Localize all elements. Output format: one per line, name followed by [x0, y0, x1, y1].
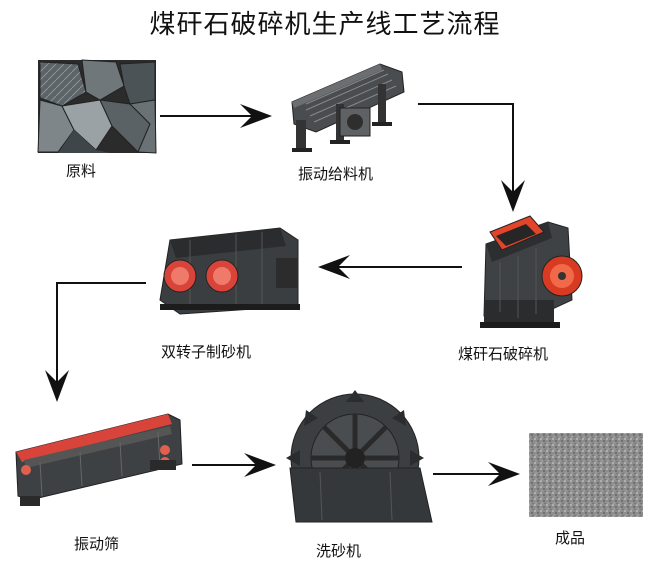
- double-rotor-sand-maker-icon: [159, 227, 300, 315]
- step-label-sand-washer: 洗砂机: [316, 542, 362, 560]
- diagram-title: 煤矸石破碎机生产线工艺流程: [149, 10, 501, 40]
- arrow-washer-to-product: [433, 462, 520, 486]
- vibrating-screen-icon: [15, 413, 183, 506]
- vibrating-feeder-icon: [291, 63, 405, 152]
- step-label-double-rotor-sand-maker: 双转子制砂机: [161, 343, 252, 361]
- arrow-screen-to-washer: [192, 453, 276, 477]
- arrow-crusher-to-sandmaker: [318, 255, 462, 279]
- step-label-coal-gangue-crusher: 煤矸石破碎机: [458, 345, 549, 363]
- arrow-raw-to-feeder: [160, 104, 272, 128]
- arrow-feeder-to-crusher: [418, 103, 525, 212]
- step-label-vibrating-feeder: 振动给料机: [298, 165, 374, 183]
- finished-sand-icon: [529, 433, 643, 517]
- raw-coal-gangue-icon: [37, 59, 157, 154]
- coal-gangue-crusher-icon: [480, 215, 583, 328]
- arrow-sandmaker-to-screen: [45, 282, 146, 402]
- sand-washer-icon: [286, 390, 433, 523]
- step-label-vibrating-screen: 振动筛: [74, 535, 120, 553]
- step-label-raw-material: 原料: [66, 162, 97, 180]
- step-label-finished-product: 成品: [555, 529, 586, 547]
